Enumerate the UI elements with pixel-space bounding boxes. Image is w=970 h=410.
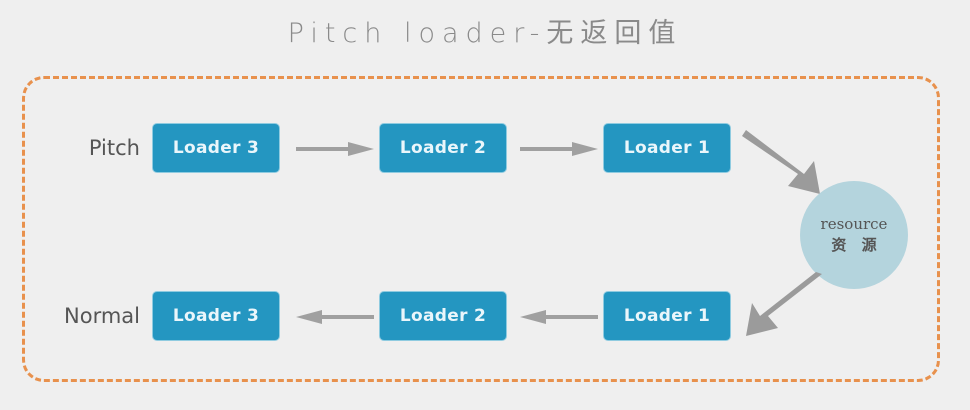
normal-row: Normal Loader 3 Loader 2 Loader 1 (0, 292, 970, 340)
arrow-left-icon (296, 307, 374, 327)
arrow-right-icon (296, 139, 374, 159)
row-label-pitch: Pitch (88, 136, 140, 160)
arrow-from-resource-icon (738, 272, 848, 352)
arrow-right-icon (520, 139, 598, 159)
pitch-loader-box-1[interactable]: Loader 1 (604, 124, 730, 172)
resource-node[interactable]: resource 资 源 (800, 181, 908, 289)
resource-label-en: resource (820, 214, 888, 233)
pitch-row: Pitch Loader 3 Loader 2 Loader 1 (0, 124, 970, 172)
normal-loader-box-3[interactable]: Loader 3 (153, 292, 279, 340)
arrow-left-icon (520, 307, 598, 327)
page-title: Pitch loader-无返回值 (287, 18, 683, 49)
pitch-loader-flow-container (22, 76, 940, 382)
row-label-normal: Normal (64, 304, 140, 328)
resource-label-cn: 资 源 (831, 235, 882, 254)
pitch-loader-box-3[interactable]: Loader 3 (153, 124, 279, 172)
pitch-loader-box-2[interactable]: Loader 2 (380, 124, 506, 172)
arrow-to-resource-icon (742, 128, 852, 208)
normal-loader-box-1[interactable]: Loader 1 (604, 292, 730, 340)
normal-loader-box-2[interactable]: Loader 2 (380, 292, 506, 340)
